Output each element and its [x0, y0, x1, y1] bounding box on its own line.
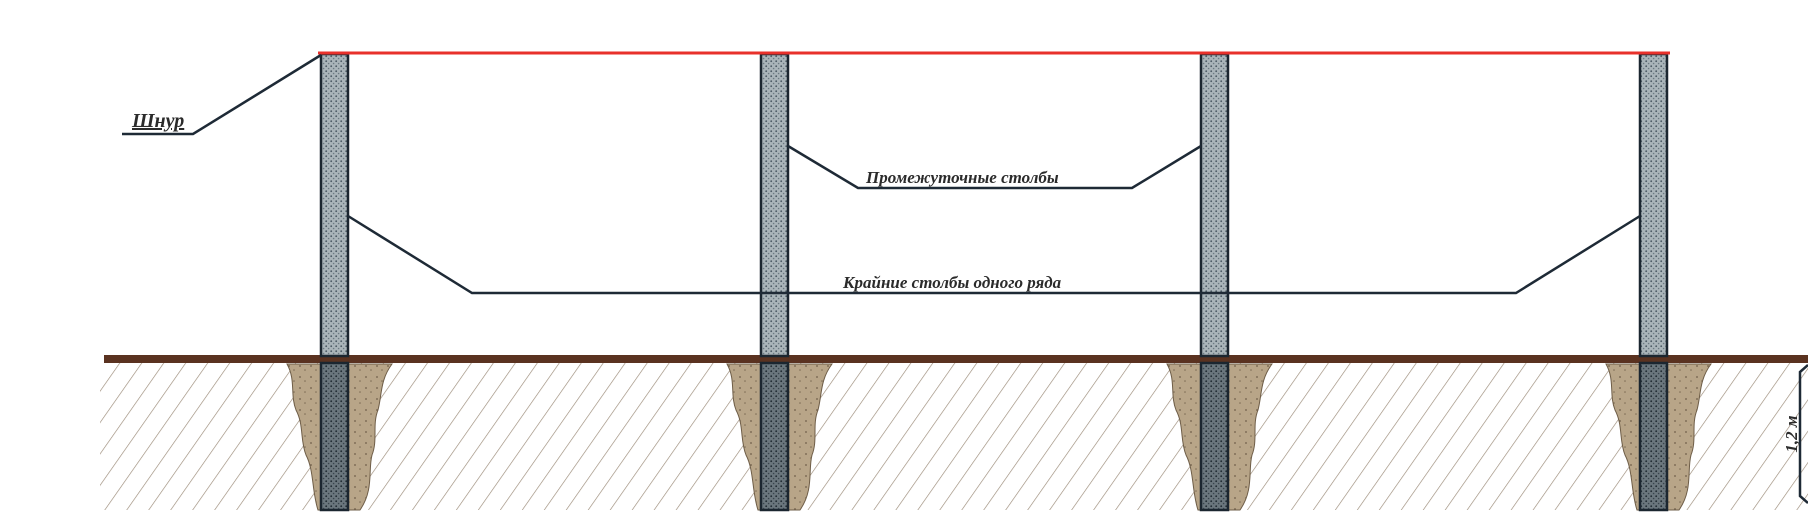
post-3 — [1199, 52, 1230, 512]
post-4 — [1638, 52, 1669, 512]
leader-lines — [122, 53, 1641, 295]
soil-area — [100, 362, 1808, 510]
posts — [319, 52, 1669, 512]
post-2 — [759, 52, 790, 512]
intermediate-posts-label: Промежуточные столбы — [865, 168, 1059, 187]
post-1 — [319, 52, 350, 512]
depth-dimension: 1,2 м — [1782, 364, 1808, 504]
cord-label: Шнур — [131, 110, 184, 132]
end-posts-leader — [347, 214, 1641, 295]
cord-leader — [122, 53, 322, 136]
ground-line — [104, 355, 1808, 363]
end-posts-label: Крайние столбы одного ряда — [842, 273, 1062, 292]
intermediate-posts-leader — [787, 144, 1202, 190]
depth-label: 1,2 м — [1782, 415, 1801, 453]
